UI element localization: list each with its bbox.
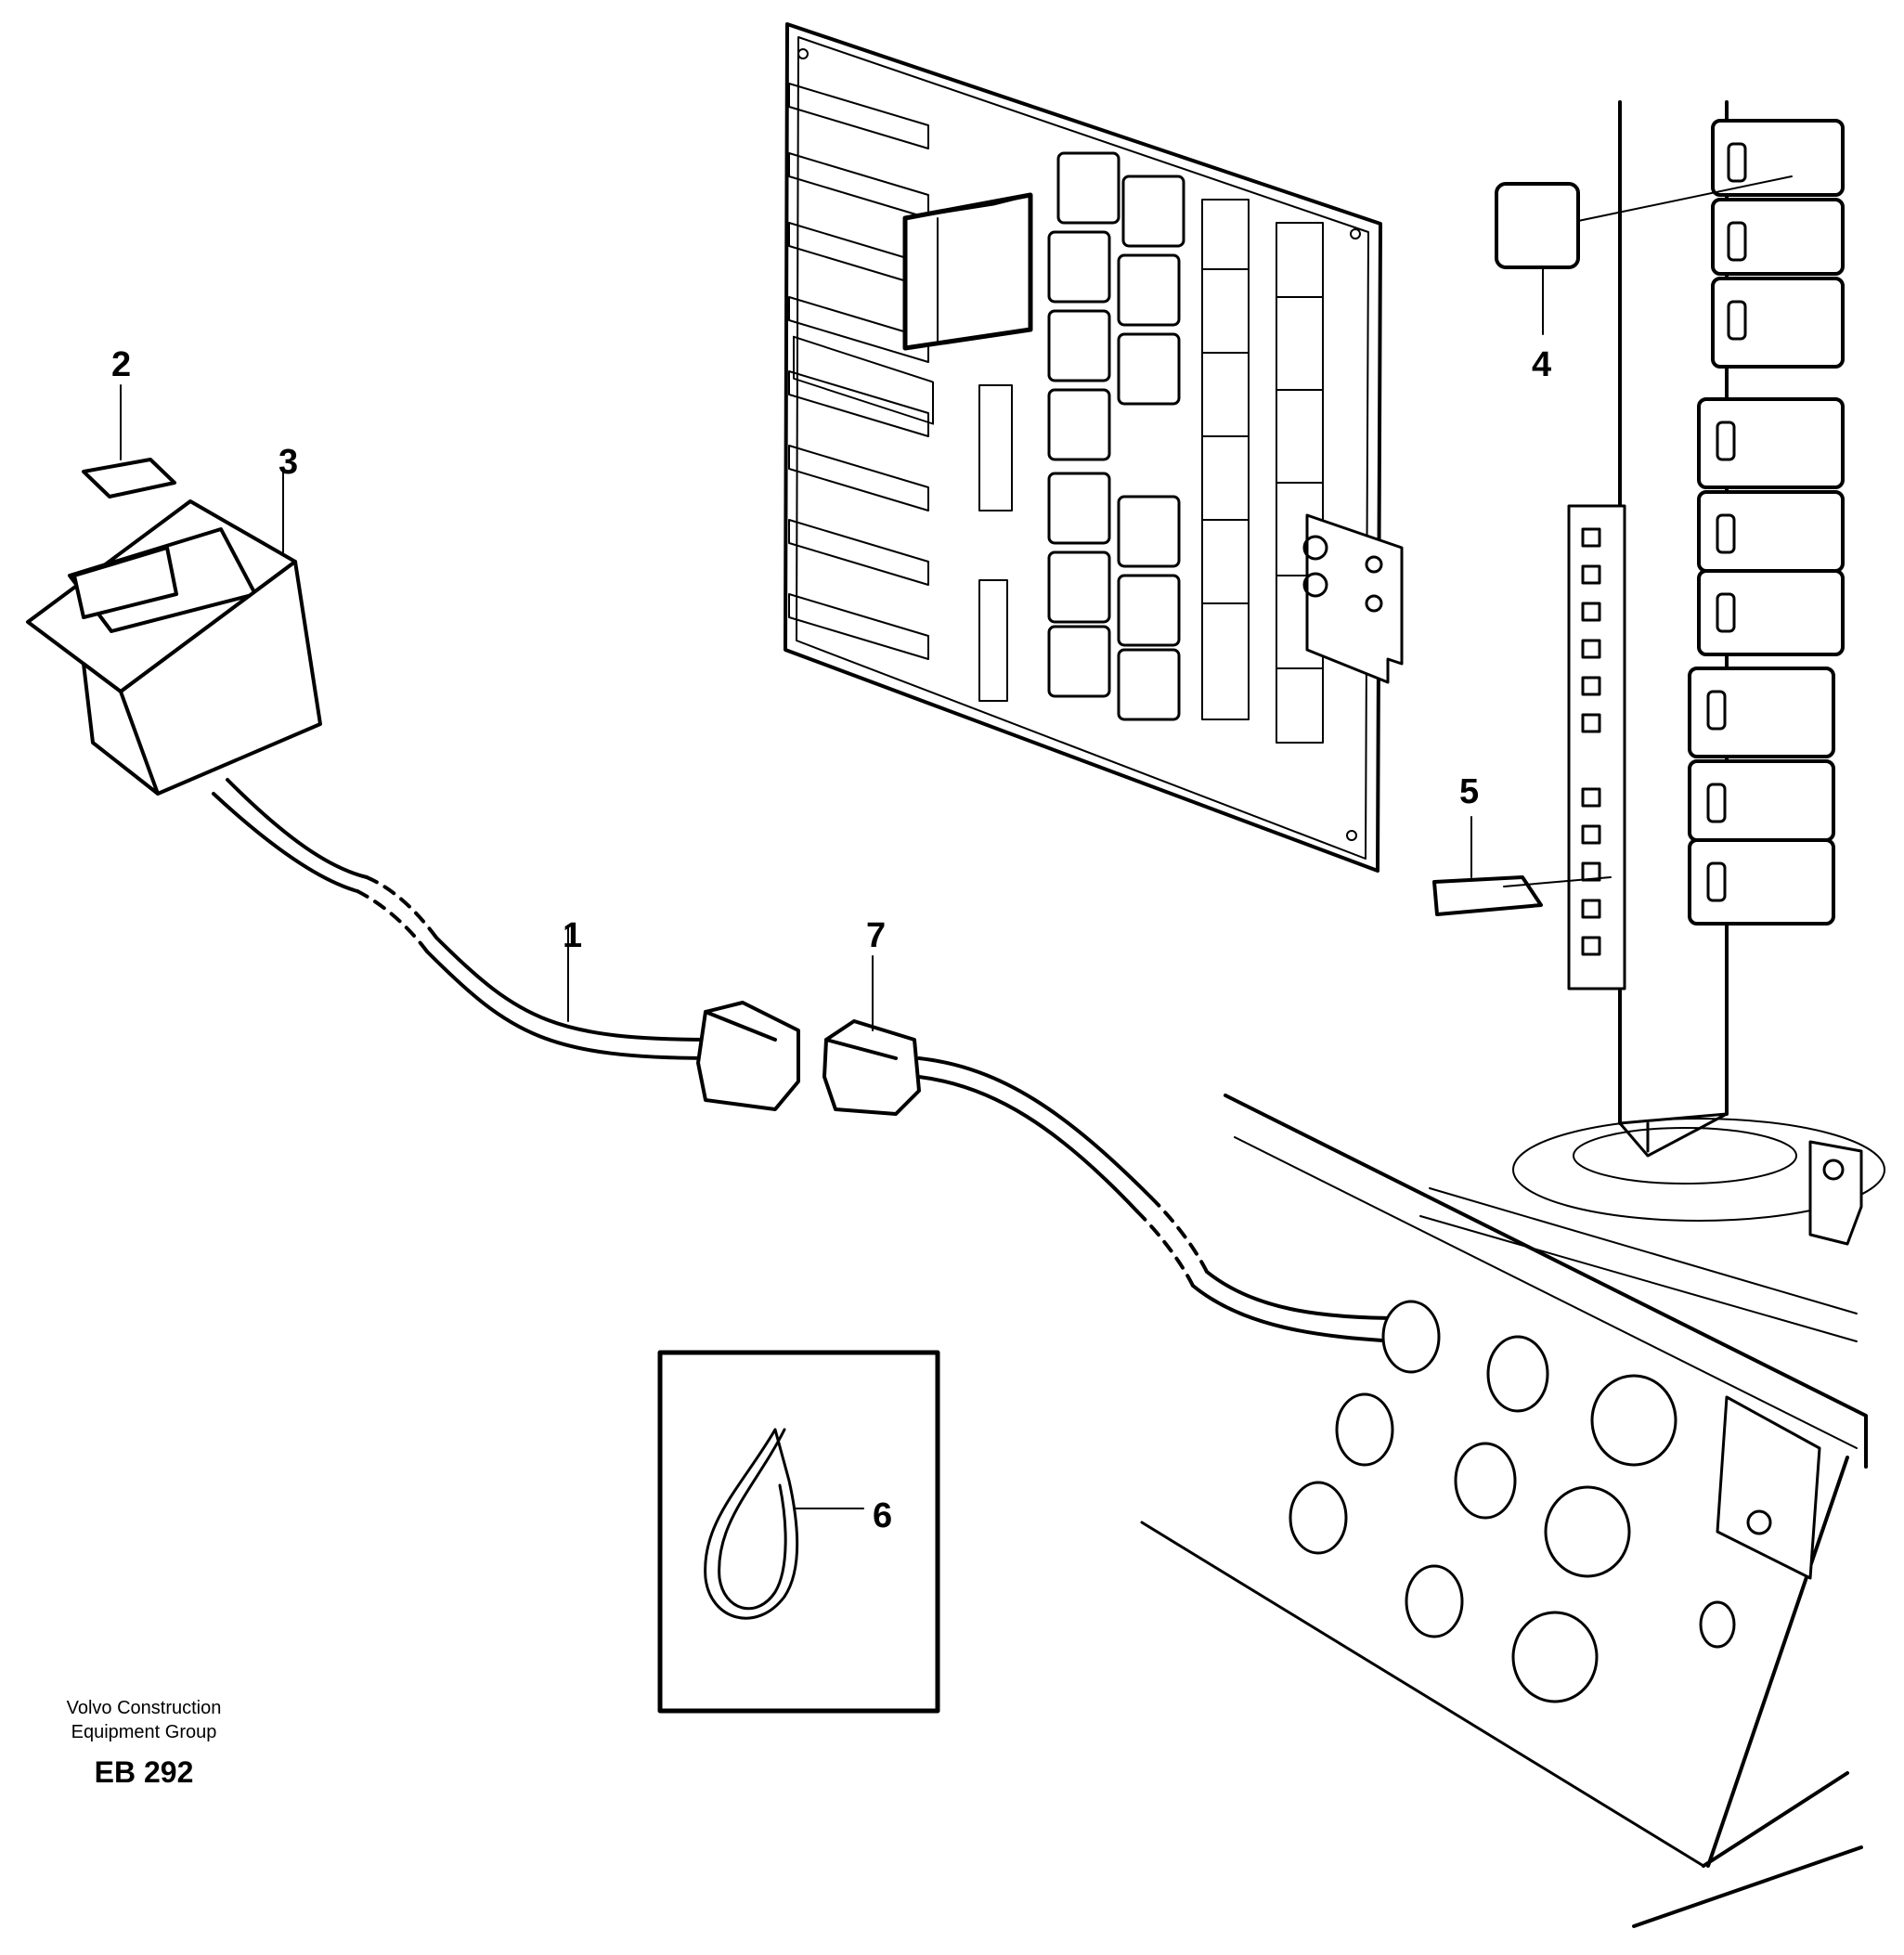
relay-array	[1047, 151, 1185, 721]
board-bracket	[1302, 513, 1404, 684]
small-bracket	[1808, 1140, 1863, 1246]
callout-3: 3	[278, 443, 298, 482]
callout-1: 1	[563, 916, 582, 955]
dashboard-clip	[1716, 1395, 1821, 1580]
fuse-holder-blocks	[1688, 119, 1845, 926]
board-edge-connectors	[793, 335, 934, 425]
callout-6: 6	[873, 1496, 892, 1535]
footer-company-line1: Volvo Construction	[67, 1698, 222, 1718]
detail-box	[657, 1350, 940, 1714]
lens-part-2	[82, 384, 176, 498]
fuse-columns	[1201, 199, 1324, 744]
dashboard-holes	[1289, 1300, 1736, 1703]
circuit-board	[784, 22, 1404, 873]
rocker-switch-part-3	[26, 468, 322, 796]
fuse-strip	[1567, 504, 1626, 990]
connector-housing-left	[696, 1001, 800, 1111]
footer-drawing-code: EB 292	[95, 1755, 194, 1789]
relay-part-4	[1495, 175, 1793, 335]
fuse-part-5	[1432, 816, 1612, 916]
dashboard-panel	[1140, 1094, 1868, 1928]
footer-company-line2: Equipment Group	[71, 1722, 217, 1742]
callout-2: 2	[111, 345, 131, 384]
connector-housing-right	[822, 955, 921, 1116]
cable-part-1	[212, 778, 717, 1060]
callout-4: 4	[1532, 345, 1551, 384]
cable-part-7	[917, 1056, 1404, 1343]
large-relay	[902, 192, 1033, 351]
fuse-holder-slots	[1706, 142, 1747, 902]
callout-7: 7	[866, 916, 886, 955]
callout-5: 5	[1459, 772, 1479, 811]
cable-tie-part-6	[704, 1428, 864, 1620]
ic-chips	[978, 384, 1013, 702]
